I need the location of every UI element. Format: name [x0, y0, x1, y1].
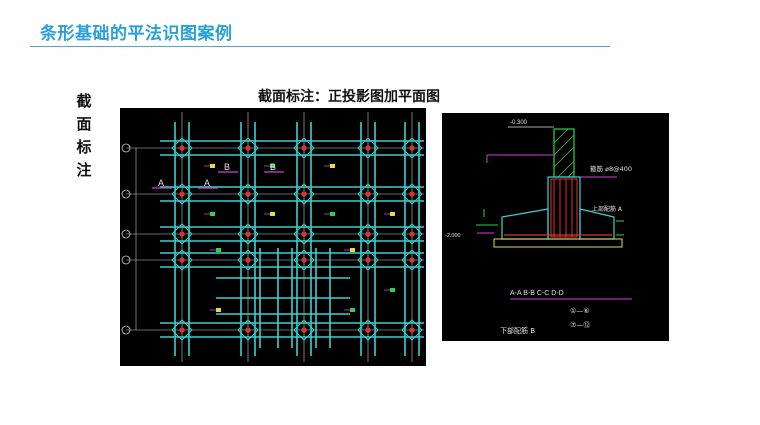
axis-bubble — [121, 143, 131, 153]
column-node — [301, 327, 307, 333]
range-2: ⑦—⑫ — [570, 321, 590, 329]
plan-strip-footings — [160, 122, 424, 356]
foundation-plan-drawing: A A B B — [121, 112, 424, 362]
plan-column-nodes — [171, 137, 423, 341]
column-pad — [171, 223, 193, 245]
annotation-tick — [350, 248, 355, 252]
column-pad — [357, 137, 379, 159]
footing-section-image: -0.300 箍筋 ⌀8@400 上部配筋 A -2.000 A-A — [442, 113, 669, 341]
annotation-tick — [390, 212, 395, 216]
side-label: 截面标注 — [76, 92, 92, 179]
column-pad — [171, 137, 193, 159]
column-pad — [401, 249, 423, 271]
column-node — [179, 327, 185, 333]
range-1: ①—⑥ — [570, 307, 590, 315]
annotation-tick — [350, 308, 355, 312]
pedestal — [547, 176, 581, 240]
axis-bubble — [121, 325, 131, 335]
column-node — [301, 191, 307, 197]
column-pad — [401, 223, 423, 245]
annotation-tick — [210, 212, 215, 216]
column-pad — [357, 319, 379, 341]
figure-caption: 截面标注：正投影图加平面图 — [258, 89, 440, 105]
column-node — [365, 145, 371, 151]
foundation-plan-image: A A B B — [120, 108, 426, 366]
plan-label-a1: A — [158, 178, 164, 188]
column-pad — [357, 223, 379, 245]
column-node — [179, 231, 185, 237]
column-pad — [293, 183, 315, 205]
column-pad — [357, 183, 379, 205]
column-node — [245, 231, 251, 237]
column-node — [301, 145, 307, 151]
plan-annotations — [152, 164, 395, 312]
column-node — [245, 145, 251, 151]
axis-bubble — [121, 189, 131, 199]
leader-lines — [476, 209, 624, 236]
column-node — [245, 191, 251, 197]
column-pad — [401, 183, 423, 205]
column-pad — [237, 223, 259, 245]
title-divider — [30, 46, 610, 47]
rebar-vertical — [550, 178, 578, 238]
column-pad — [293, 249, 315, 271]
column-pad — [293, 223, 315, 245]
column-node — [245, 327, 251, 333]
annotation-tick — [216, 308, 221, 312]
elevation-top: -0.300 — [510, 120, 528, 126]
wall-section — [553, 128, 575, 178]
column-node — [179, 145, 185, 151]
column-node — [301, 231, 307, 237]
axis-bubble — [121, 255, 131, 265]
column-node — [365, 257, 371, 263]
column-node — [245, 257, 251, 263]
annotation-tick — [270, 212, 275, 216]
annotation-tick — [390, 288, 395, 292]
column-pad — [171, 249, 193, 271]
elevation-left: -2.000 — [445, 233, 461, 239]
column-pad — [237, 183, 259, 205]
stirrup-note: 箍筋 ⌀8@400 — [590, 164, 632, 173]
column-node — [409, 191, 415, 197]
column-pad — [401, 319, 423, 341]
plan-label-b2: B — [270, 162, 276, 172]
column-node — [409, 145, 415, 151]
column-node — [365, 231, 371, 237]
axis-bubble — [121, 229, 131, 239]
footing-base — [493, 238, 623, 248]
column-node — [409, 231, 415, 237]
column-pad — [237, 319, 259, 341]
section-list: A-A B-B C-C D-D — [510, 290, 564, 297]
column-pad — [171, 319, 193, 341]
plan-label-b1: B — [224, 162, 230, 172]
top-bar-note: 上部配筋 A — [592, 205, 623, 213]
column-pad — [237, 249, 259, 271]
slide-title: 条形基础的平法识图案例 — [40, 24, 233, 44]
plan-grid-lines — [121, 112, 424, 362]
column-pad — [357, 249, 379, 271]
column-node — [409, 327, 415, 333]
column-pad — [171, 183, 193, 205]
column-node — [409, 257, 415, 263]
column-pad — [293, 319, 315, 341]
column-node — [365, 191, 371, 197]
bottom-bar-note: 下部配筋 B — [500, 326, 535, 335]
column-pad — [237, 137, 259, 159]
column-pad — [401, 137, 423, 159]
column-pad — [293, 137, 315, 159]
footing-section-drawing: -0.300 箍筋 ⌀8@400 上部配筋 A -2.000 A-A — [445, 120, 632, 335]
column-node — [365, 327, 371, 333]
column-node — [301, 257, 307, 263]
annotation-tick — [210, 164, 215, 168]
column-node — [179, 257, 185, 263]
annotation-tick — [216, 248, 221, 252]
plan-label-a2: A — [204, 178, 210, 188]
annotation-tick — [330, 212, 335, 216]
column-node — [179, 191, 185, 197]
annotation-tick — [330, 164, 335, 168]
annotation-tick — [270, 164, 275, 168]
